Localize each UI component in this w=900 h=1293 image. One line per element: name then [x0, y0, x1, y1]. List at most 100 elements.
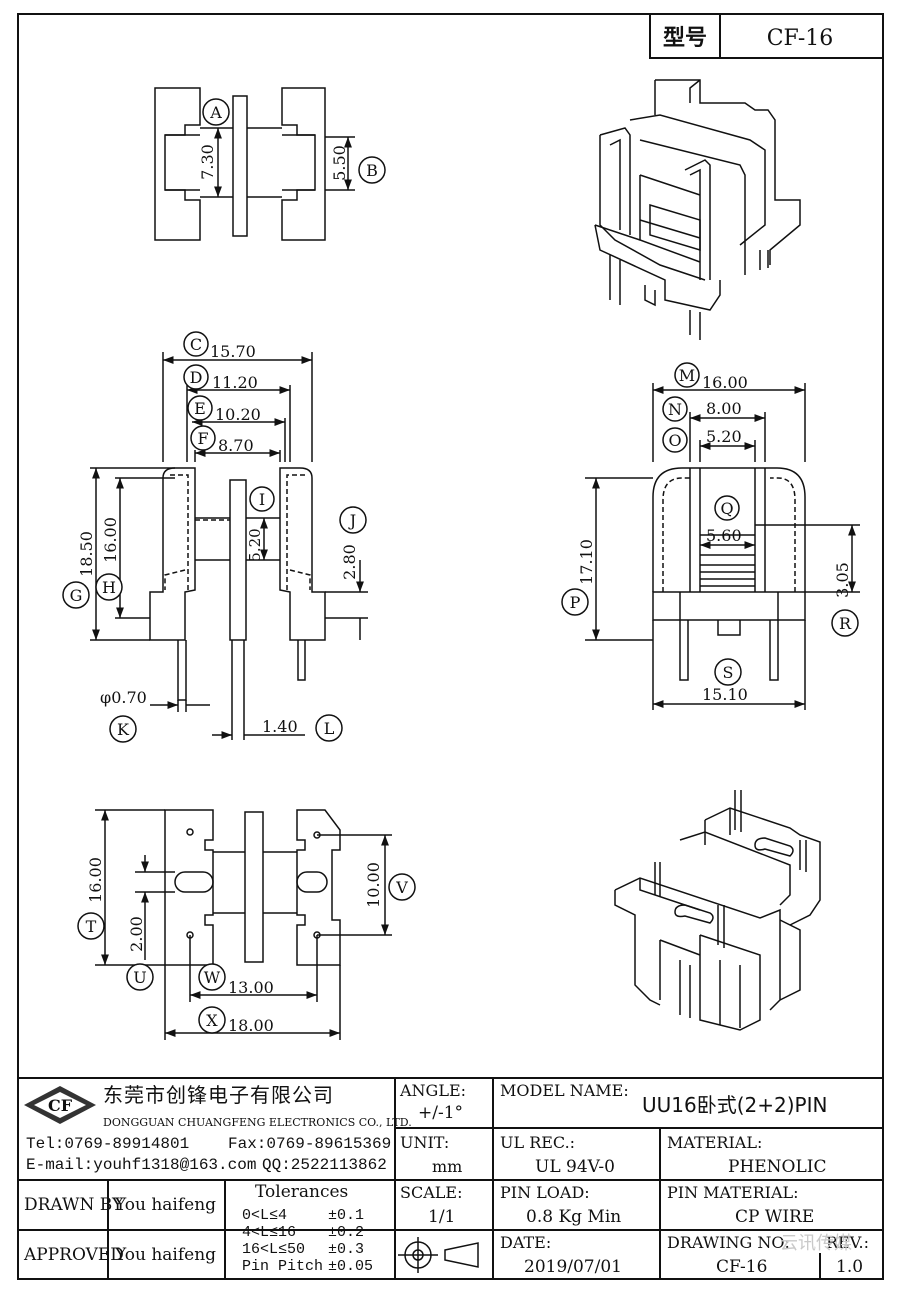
tolerances-title: Tolerances [255, 1182, 349, 1202]
dim-F-letter: F [197, 429, 208, 448]
date-label: DATE: [500, 1233, 552, 1252]
dim-O: O 5.20 [662, 427, 742, 453]
dim-H-value: 16.00 [101, 517, 120, 563]
tolerance-value-3: ±0.3 [328, 1241, 365, 1258]
dim-R: R 3.05 [831, 562, 859, 637]
date-value: 2019/07/01 [524, 1257, 622, 1277]
dim-N-letter: N [668, 400, 682, 419]
dim-L-letter: L [324, 719, 335, 738]
scale-label: SCALE: [400, 1183, 463, 1202]
dim-B: B 5.50 [330, 145, 386, 184]
dim-P: P 17.10 [561, 539, 596, 616]
dim-E: E 10.20 [187, 395, 261, 424]
pin-load-label: PIN LOAD: [500, 1183, 590, 1202]
dim-P-value: 17.10 [577, 539, 596, 585]
dim-M-letter: M [679, 366, 695, 385]
dim-U: U 2.00 [126, 916, 154, 991]
approved-label: APPROVED [24, 1245, 124, 1265]
dim-M: M 16.00 [674, 362, 748, 392]
tolerance-range-2: 4<L≤16 [242, 1224, 297, 1241]
side-view [585, 383, 860, 710]
dim-K: φ0.70 K [100, 688, 147, 743]
dim-F-value: 8.70 [218, 436, 254, 455]
tolerance-value-4: ±0.05 [328, 1258, 374, 1275]
dim-A-letter: A [209, 103, 222, 122]
dim-X-letter: X [206, 1011, 218, 1030]
dim-W-value: 13.00 [228, 978, 274, 997]
material-label: MATERIAL: [667, 1133, 763, 1152]
dim-T-value: 16.00 [86, 857, 105, 903]
ul-value: UL 94V-0 [535, 1157, 615, 1177]
dim-C-letter: C [190, 335, 202, 354]
iso-view-top [594, 79, 801, 340]
iso-view-bottom [614, 790, 821, 1031]
dim-P-letter: P [570, 593, 581, 612]
dim-L-value: 1.40 [262, 717, 298, 736]
pin-load-value: 0.8 Kg Min [526, 1207, 622, 1227]
dim-T-letter: T [86, 917, 97, 936]
tolerance-value-2: ±0.2 [328, 1224, 365, 1241]
dim-W: W 13.00 [198, 963, 274, 997]
dim-H: H 16.00 [95, 517, 123, 601]
dim-N-value: 8.00 [706, 399, 742, 418]
header-model-box: 型号 CF-16 [649, 13, 884, 59]
unit-label: UNIT: [400, 1133, 450, 1152]
dim-T: T 16.00 [77, 857, 105, 940]
dim-B-letter: B [366, 161, 378, 180]
dim-I-value: 5.20 [246, 528, 264, 561]
title-block-grid [18, 1077, 883, 1279]
dim-H-letter: H [102, 578, 116, 597]
dim-G-letter: G [70, 586, 83, 605]
dim-V-value: 10.00 [364, 862, 383, 908]
angle-label: ANGLE: [400, 1081, 467, 1100]
dim-C: C 15.70 [183, 331, 256, 361]
company-logo: CF [24, 1086, 96, 1124]
dim-Q: Q 5.60 [706, 495, 742, 545]
company-email: E-mail:youhf1318@163.com [26, 1156, 257, 1174]
dim-L: 1.40 L [262, 714, 343, 742]
dim-U-value: 2.00 [127, 916, 146, 952]
dim-D: D 11.20 [183, 364, 258, 392]
dim-F: F 8.70 [190, 425, 254, 455]
company-name-cn: 东莞市创锋电子有限公司 [103, 1083, 334, 1107]
company-fax: Fax:0769-89615369 [228, 1135, 392, 1153]
dim-R-value: 3.05 [833, 562, 852, 598]
dim-D-value: 11.20 [212, 373, 258, 392]
dim-I-letter: I [259, 490, 265, 509]
dim-V: V 10.00 [364, 862, 416, 908]
dim-X: X 18.00 [198, 1006, 274, 1035]
dim-J-letter: J [348, 511, 356, 530]
material-value: PHENOLIC [728, 1157, 827, 1177]
dim-Q-value: 5.60 [706, 526, 742, 545]
rev-value: 1.0 [836, 1257, 864, 1277]
dim-C-value: 15.70 [210, 342, 256, 361]
drawing-no-label: DRAWING NO: [667, 1233, 790, 1252]
tolerance-range-1: 0<L≤4 [242, 1207, 288, 1224]
dim-A-value: 7.30 [198, 144, 217, 180]
dim-G-value: 18.50 [77, 531, 96, 577]
angle-value: +/-1° [418, 1103, 464, 1123]
sheet-border [17, 13, 884, 1280]
dim-W-letter: W [204, 968, 221, 987]
scale-value: 1/1 [428, 1207, 456, 1227]
dim-D-letter: D [190, 368, 203, 387]
rev-label: REV.: [826, 1233, 869, 1252]
dim-Q-letter: Q [720, 499, 733, 518]
unit-value: mm [432, 1157, 463, 1176]
pin-material-label: PIN MATERIAL: [667, 1183, 799, 1202]
dim-V-letter: V [395, 878, 408, 897]
dim-R-letter: R [839, 614, 852, 633]
projection-symbol-icon [398, 1237, 479, 1273]
dim-K-value: φ0.70 [100, 688, 147, 707]
tolerance-value-1: ±0.1 [328, 1207, 365, 1224]
dim-J: J 2.80 [339, 506, 367, 580]
dim-A: A 7.30 [198, 98, 230, 180]
top-view [154, 87, 355, 241]
drawing-no-value: CF-16 [716, 1257, 768, 1277]
drawn-by-value: You haifeng [115, 1195, 217, 1215]
tolerance-row-1: 0<L≤4 [242, 1208, 287, 1224]
header-model-value: CF-16 [767, 26, 834, 51]
dim-J-value: 2.80 [340, 544, 359, 580]
dim-N: N 8.00 [662, 396, 742, 422]
model-name-label: MODEL NAME: [500, 1081, 629, 1100]
